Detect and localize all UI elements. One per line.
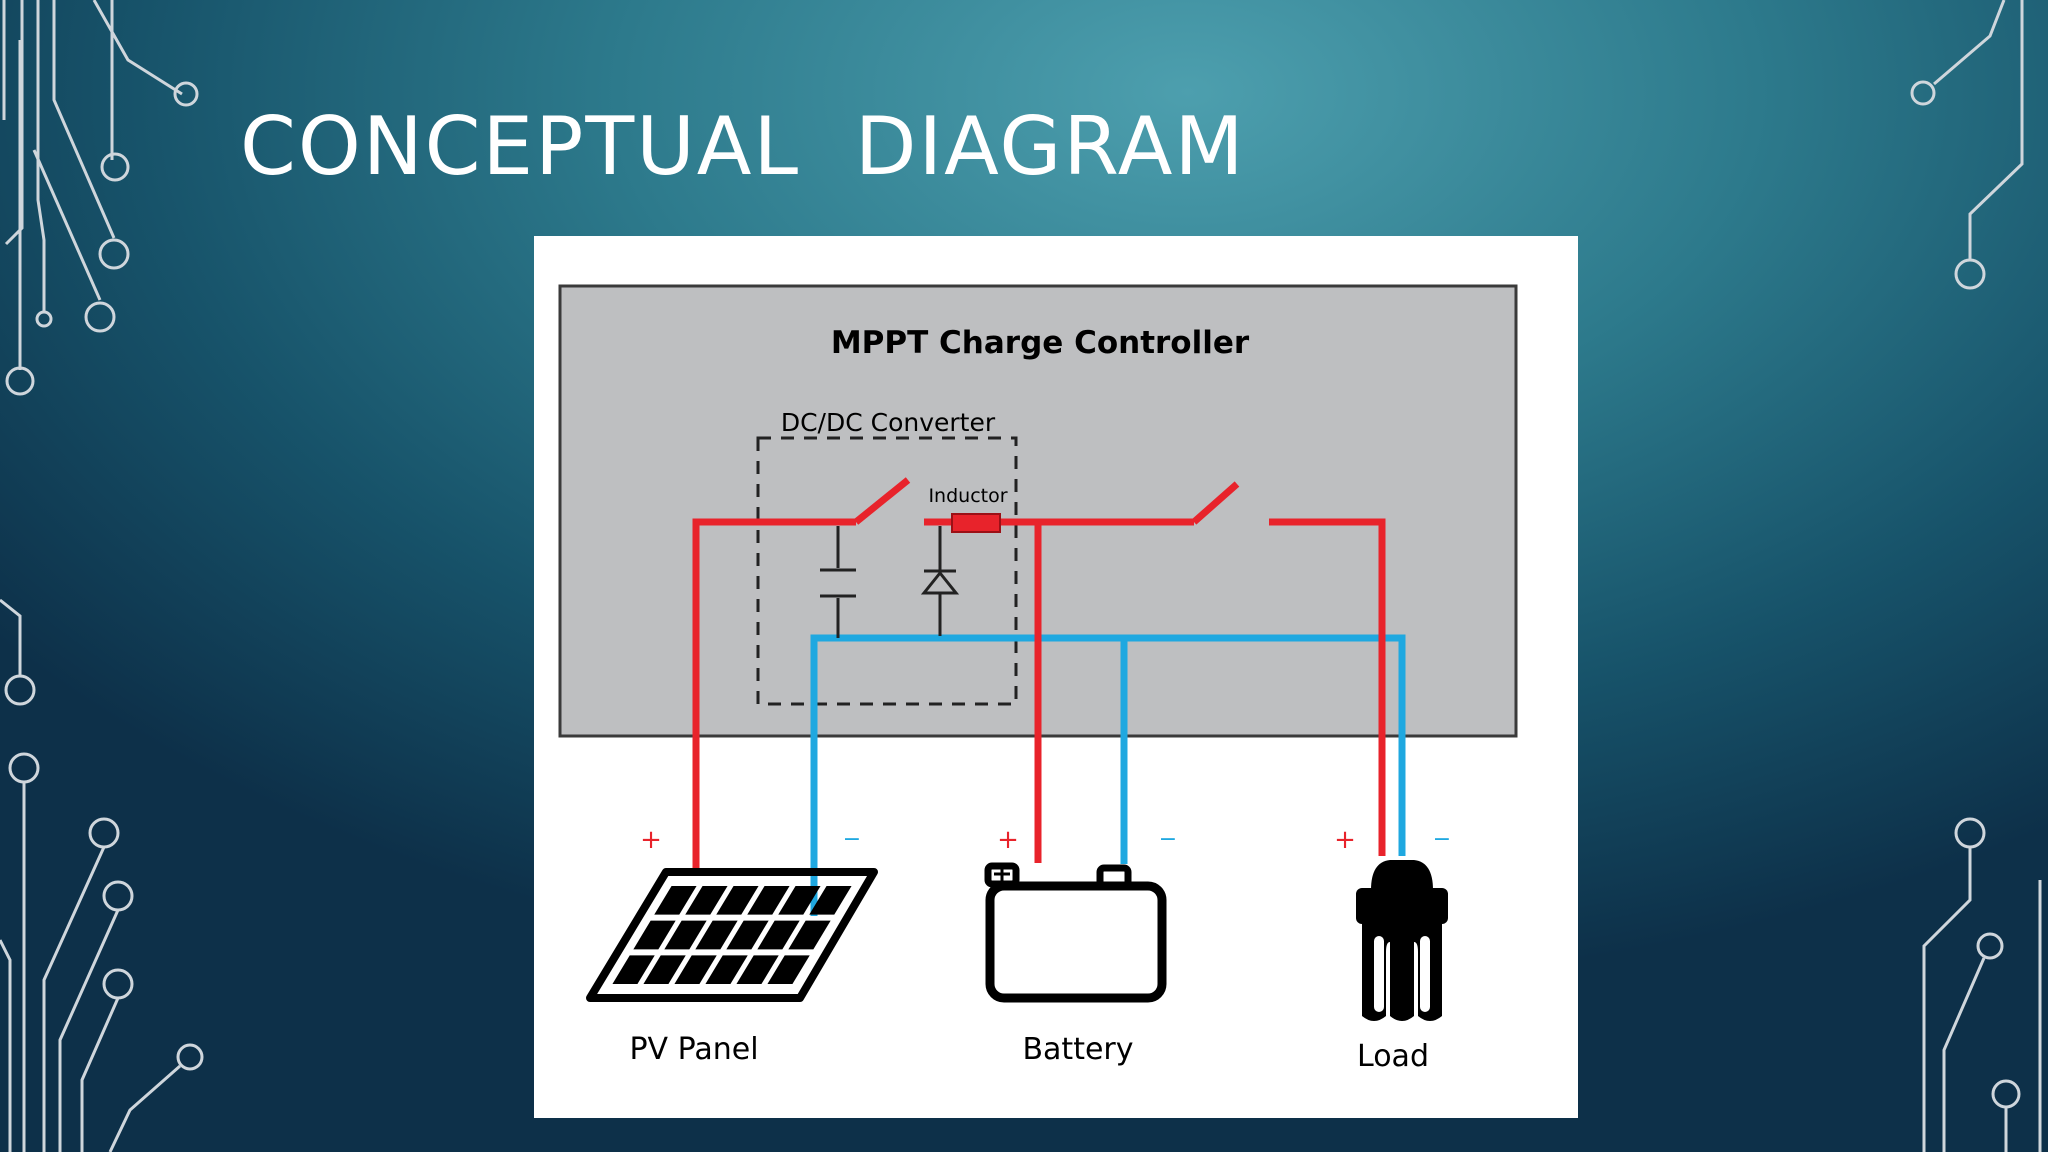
circuit-trace xyxy=(108,1064,181,1152)
solar-cell xyxy=(747,886,790,915)
solar-cell xyxy=(633,920,676,950)
load-label: Load xyxy=(1357,1039,1429,1074)
circuit-node xyxy=(173,81,199,107)
pv-plus-sign: + xyxy=(640,825,662,855)
circuit-node xyxy=(102,880,134,912)
battery-minus-sign: − xyxy=(1159,827,1177,852)
circuit-trace xyxy=(1922,847,1972,1152)
charge-controller-diagram: MPPT Charge Controller DC/DC Converter I… xyxy=(558,284,1518,1074)
inductor-label: Inductor xyxy=(928,485,1007,507)
circuit-node xyxy=(1954,258,1986,290)
load-plus-sign: + xyxy=(1334,825,1356,855)
circuit-trace xyxy=(32,149,102,301)
circuit-trace xyxy=(4,0,24,246)
circuit-trace xyxy=(0,598,22,676)
solar-cell xyxy=(736,955,779,984)
diagram-figure: MPPT Charge Controller DC/DC Converter I… xyxy=(534,236,1578,1118)
circuit-trace xyxy=(0,939,12,1152)
inductor xyxy=(951,513,1001,533)
solar-cell xyxy=(685,886,728,915)
circuit-node xyxy=(4,674,36,706)
solar-cell xyxy=(705,955,748,984)
circuit-node xyxy=(35,310,53,328)
circuit-trace xyxy=(36,0,46,312)
solar-cell xyxy=(674,955,717,984)
solar-cell xyxy=(716,886,759,915)
circuit-node xyxy=(1910,80,1936,106)
negative-wires xyxy=(810,634,1406,916)
pv-minus-sign: − xyxy=(843,827,861,852)
circuit-trace xyxy=(1942,957,1986,1152)
solar-cell xyxy=(767,955,810,984)
circuit-trace xyxy=(58,909,120,1152)
circuit-node xyxy=(176,1043,204,1071)
slide-title: CONCEPTUAL DIAGRAM xyxy=(240,100,1246,193)
circuit-trace xyxy=(92,0,183,96)
positive-wires xyxy=(692,477,1386,872)
circuit-trace xyxy=(42,846,106,1152)
light-bulb-icon xyxy=(1356,860,1448,1021)
circuit-node xyxy=(1954,817,1986,849)
solar-cell xyxy=(757,920,800,950)
circuit-node xyxy=(5,366,35,396)
solar-cell xyxy=(809,886,852,915)
converter-label: DC/DC Converter xyxy=(781,408,996,437)
solar-cell xyxy=(726,920,769,950)
diode xyxy=(920,526,960,636)
battery-label: Battery xyxy=(1022,1032,1133,1067)
circuit-node xyxy=(1991,1079,2021,1109)
circuit-trace xyxy=(52,0,116,239)
solar-cell xyxy=(664,920,707,950)
circuit-node xyxy=(98,238,130,270)
controller-title: MPPT Charge Controller xyxy=(831,325,1250,361)
battery-icon xyxy=(984,862,1167,1003)
solar-cell xyxy=(778,886,821,915)
solar-cell xyxy=(788,920,831,950)
solar-cell xyxy=(654,886,697,915)
circuit-node xyxy=(1976,932,2004,960)
solar-panel-icon xyxy=(586,868,878,1002)
load-minus-sign: − xyxy=(1433,827,1451,852)
circuit-node xyxy=(100,152,130,182)
circuit-trace xyxy=(1968,0,2024,260)
circuit-node xyxy=(102,968,134,1000)
solar-cell xyxy=(695,920,738,950)
circuit-node xyxy=(88,817,120,849)
circuit-trace xyxy=(80,997,120,1152)
solar-cell xyxy=(643,955,686,984)
circuit-node xyxy=(8,752,40,784)
pv-panel-label: PV Panel xyxy=(629,1032,758,1067)
circuit-node xyxy=(84,301,116,333)
capacitor xyxy=(820,526,856,638)
battery-plus-sign: + xyxy=(997,825,1019,855)
solar-cell xyxy=(612,955,655,984)
circuit-trace xyxy=(1933,0,2006,86)
converter-box xyxy=(756,436,1018,706)
